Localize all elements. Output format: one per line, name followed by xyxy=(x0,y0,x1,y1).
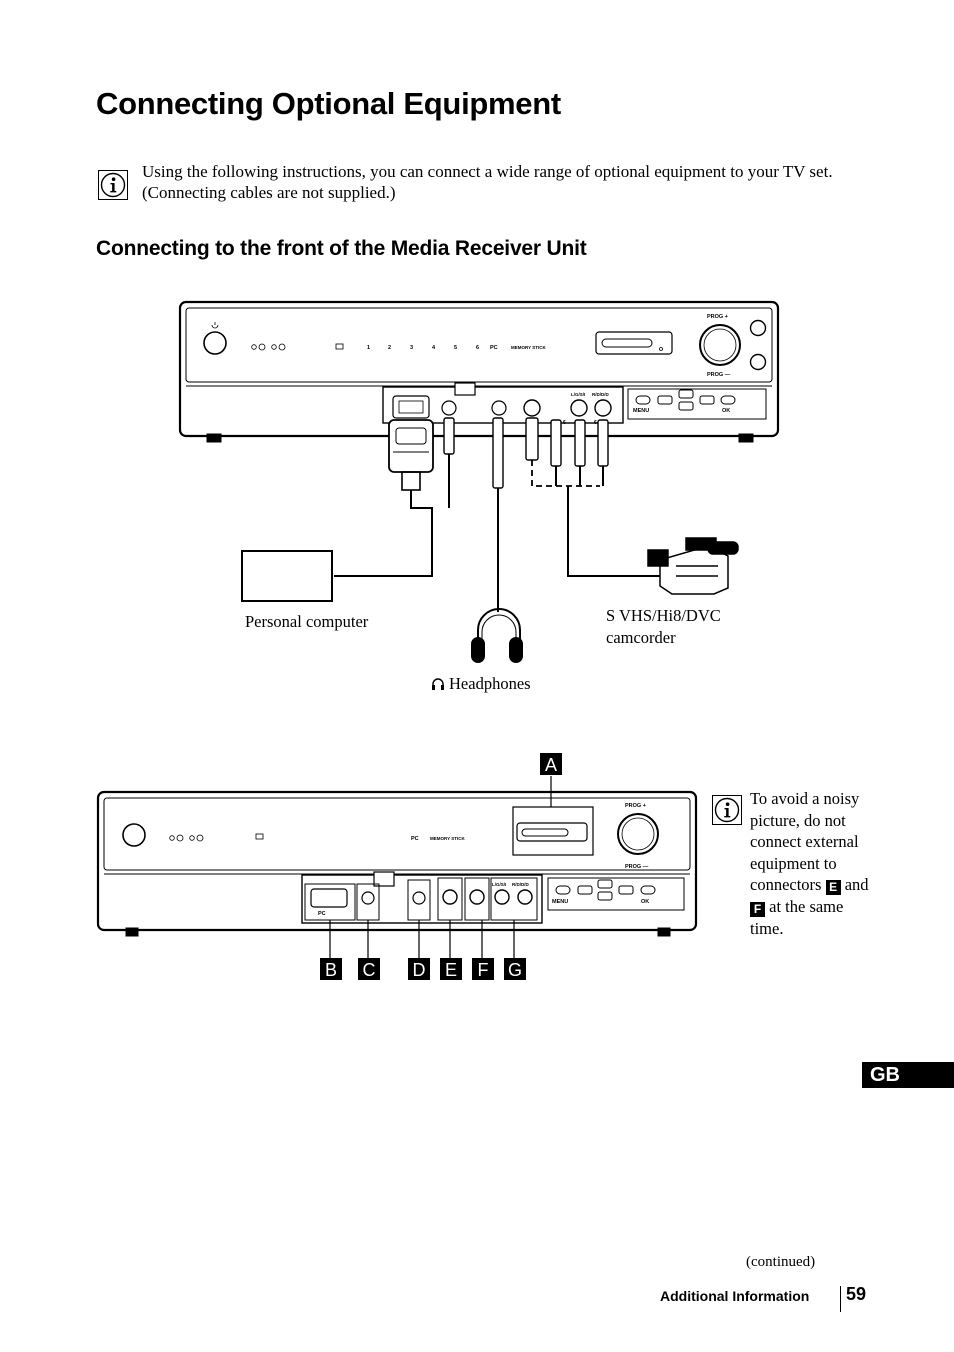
page-number: 59 xyxy=(846,1284,867,1304)
callout-b: B xyxy=(325,960,337,980)
panel2-menu: MENU xyxy=(552,899,568,905)
panel-input-5: 5 xyxy=(454,345,457,351)
panel2-pc-label: PC xyxy=(411,836,419,842)
lgs-label: L/G/S/I xyxy=(571,392,585,397)
panel-pc-label: PC xyxy=(490,345,498,351)
footer-section: Additional Information xyxy=(660,1288,810,1304)
prog-minus-label: PROG — xyxy=(707,372,731,378)
callout-c: C xyxy=(363,960,376,980)
memory-stick-label: MEMORY STICK xyxy=(511,345,547,350)
intro-text: Using the following instructions, you ca… xyxy=(142,162,833,202)
rddd-label: R/D/D/D xyxy=(592,392,610,397)
continued-label: (continued) xyxy=(746,1254,816,1270)
callout-a-box xyxy=(540,753,562,775)
camcorder-label-line1: S VHS/Hi8/DVC xyxy=(606,606,721,625)
panel-input-1: 1 xyxy=(367,345,370,351)
callout-e: E xyxy=(445,960,457,980)
note-tag-f: F xyxy=(750,901,765,917)
callout-labels: A B C D E F G xyxy=(320,753,562,980)
panel2-ok: OK xyxy=(641,899,649,905)
personal-computer-label: Personal computer xyxy=(245,612,369,631)
media-receiver-unit xyxy=(178,300,780,443)
info-icon xyxy=(98,170,128,200)
note-text-after: at the same time. xyxy=(750,896,844,938)
menu-label: MENU xyxy=(633,408,649,414)
callout-c-box xyxy=(358,958,380,980)
av-input-label: 6 xyxy=(594,420,597,426)
panel-input-4: 4 xyxy=(432,345,436,351)
callout-b-box xyxy=(320,958,342,980)
callout-g: G xyxy=(508,960,522,980)
note-tag-e: E xyxy=(825,880,841,896)
panel-labels: 1 2 3 4 5 6 PC MEMORY STICK PROG + PROG … xyxy=(367,314,731,426)
note-and: and xyxy=(844,875,869,895)
panel2-prog-minus: PROG — xyxy=(625,864,649,870)
headphones-icon xyxy=(471,608,523,663)
personal-computer-box xyxy=(241,550,333,602)
note-text-before: To avoid a noisy picture, do not connect… xyxy=(750,789,860,895)
note-info-icon xyxy=(712,795,742,825)
panel2-pc-input: PC xyxy=(318,911,326,917)
note-text: To avoid a noisy picture, do not connect… xyxy=(750,788,870,939)
callout-d-box xyxy=(408,958,430,980)
connector-reference-diagram: PC MEMORY STICK PROG + PROG — MENU OK PC… xyxy=(96,753,698,980)
section-title: Connecting to the front of the Media Rec… xyxy=(96,237,587,260)
panel2-memory-stick-label: MEMORY STICK xyxy=(430,836,466,841)
callout-f: F xyxy=(478,960,489,980)
footer-divider xyxy=(840,1286,841,1312)
panel-input-3: 3 xyxy=(410,345,413,351)
headphones-label: Headphones xyxy=(449,674,531,693)
headphones-small-icon xyxy=(432,678,444,690)
panel2-prog-plus: PROG + xyxy=(625,803,646,809)
callout-f-box xyxy=(472,958,494,980)
cables xyxy=(334,417,660,612)
page-title: Connecting Optional Equipment xyxy=(96,86,561,121)
camcorder-icon xyxy=(647,537,739,595)
prog-plus-label: PROG + xyxy=(707,314,728,320)
panel2-lgs: L/G/S/I xyxy=(492,882,506,887)
svideo-input-label: 6 xyxy=(563,420,566,426)
callout-d: D xyxy=(413,960,426,980)
panel2-rddd: R/D/D/D xyxy=(512,882,530,887)
panel-input-6: 6 xyxy=(476,345,479,351)
panel-input-2: 2 xyxy=(388,345,391,351)
ok-label: OK xyxy=(722,408,730,414)
callout-e-box xyxy=(440,958,462,980)
callout-a: A xyxy=(545,755,557,775)
connection-diagram: 1 2 3 4 5 6 PC MEMORY STICK PROG + PROG … xyxy=(178,300,780,663)
callout-g-box xyxy=(504,958,526,980)
language-tab: GB xyxy=(862,1062,954,1088)
headphones-caption: Headphones xyxy=(431,674,531,694)
camcorder-label-line2: camcorder xyxy=(606,628,676,647)
